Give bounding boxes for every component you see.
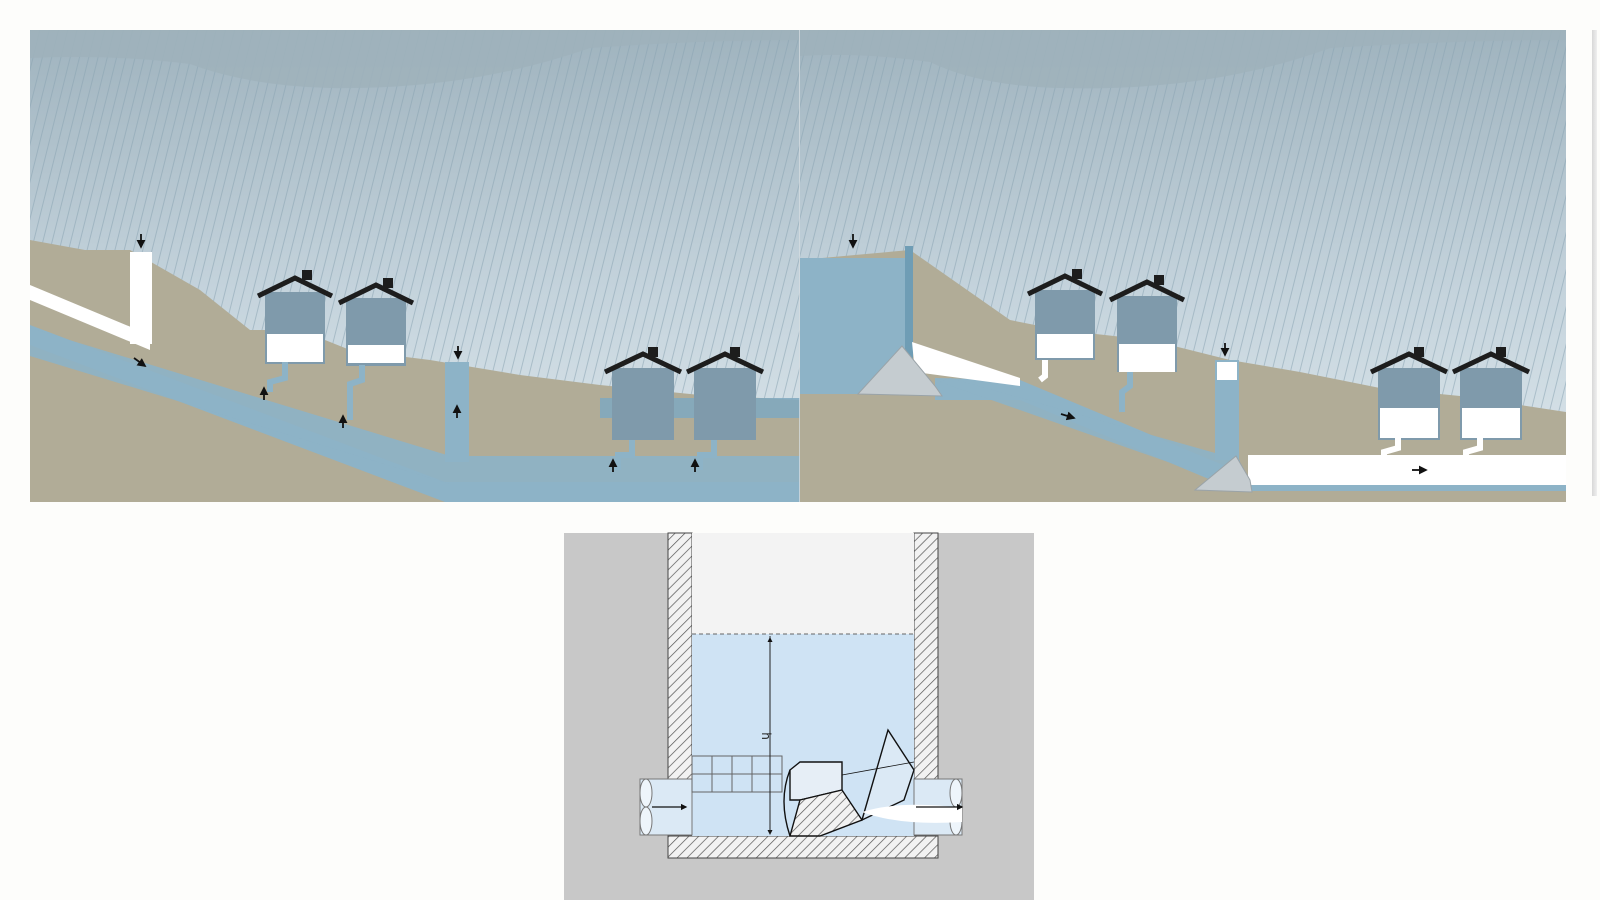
panel-without-backflow-protection — [30, 30, 800, 502]
relieved-flow — [912, 342, 1020, 386]
storm-cloud — [30, 30, 800, 89]
house-1 — [256, 270, 334, 392]
shaft-floor — [667, 835, 939, 859]
relieved-main — [1248, 455, 1566, 485]
vortex-valve-1 — [856, 345, 943, 397]
house-4 — [1451, 347, 1531, 458]
flow-arrows — [133, 234, 700, 472]
ground — [800, 250, 1566, 502]
house-3 — [603, 347, 683, 470]
house-1 — [1026, 269, 1104, 383]
vortex-valve-2 — [1193, 455, 1253, 493]
surface-inflow — [30, 285, 150, 350]
outlet-pipe — [862, 778, 964, 836]
storm-cloud — [800, 30, 1566, 89]
height-label: h — [759, 732, 773, 740]
inlet-pipe — [639, 778, 693, 836]
flow-arrows — [848, 234, 1428, 475]
vortex-valve-body — [783, 728, 915, 837]
house-4 — [685, 347, 765, 470]
sewer-main — [30, 325, 800, 502]
inflow-channel — [691, 755, 783, 793]
inlet-shaft — [130, 252, 152, 344]
house-3 — [1369, 347, 1449, 458]
ground — [30, 240, 800, 502]
house-2 — [1108, 275, 1186, 412]
panel-with-backflow-protection — [800, 30, 1566, 502]
vortex-valve-shaft-section: h — [564, 532, 1034, 900]
house-2 — [337, 278, 415, 420]
adjacent-figure-edge — [1592, 30, 1597, 496]
